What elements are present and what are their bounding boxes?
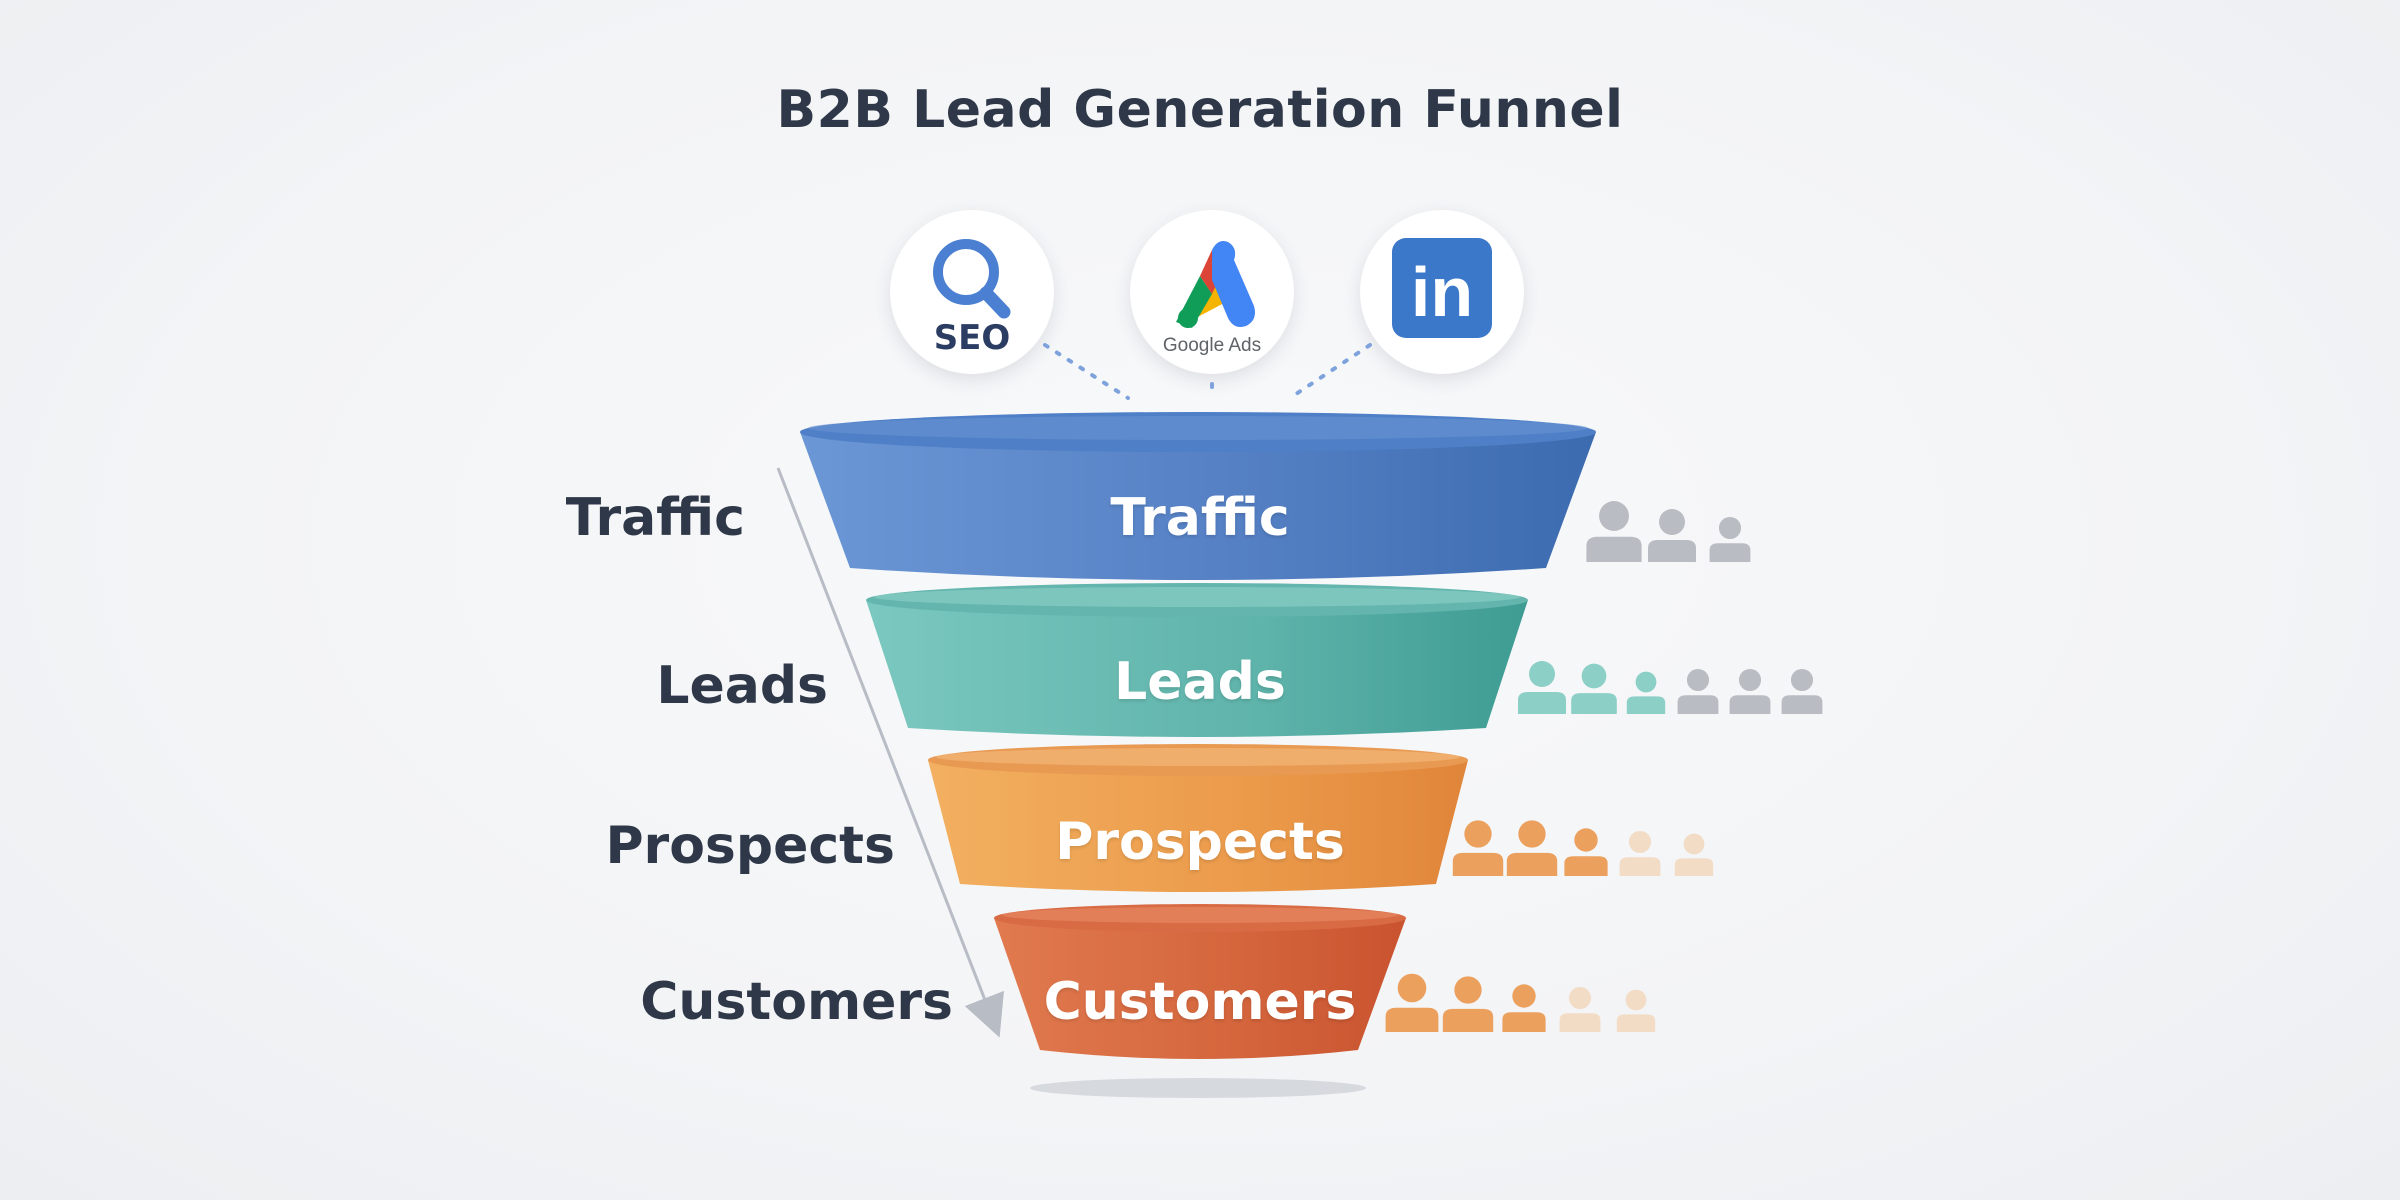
person-icon-faded [1617, 990, 1655, 1032]
stage-label-leads: Leads [1000, 652, 1400, 712]
stage-label-customers: Customers [1000, 972, 1400, 1032]
person-icon-gray [1782, 669, 1823, 714]
person-icon-orange [1443, 976, 1493, 1032]
people-group-prospects [1453, 820, 1713, 876]
person-icon-gray [1586, 501, 1641, 562]
person-icon-teal [1627, 672, 1665, 714]
person-icon-faded [1560, 987, 1601, 1032]
stage-label-traffic: Traffic [1000, 488, 1400, 548]
person-icon-teal [1571, 664, 1617, 714]
channel-connectors [1045, 345, 1370, 398]
person-icon-gray [1678, 669, 1719, 714]
person-icon-gray [1710, 517, 1751, 562]
left-label-traffic: Traffic [566, 488, 745, 548]
people-group-traffic [1586, 501, 1750, 562]
person-icon-gray [1730, 669, 1771, 714]
person-icon-orange [1507, 820, 1557, 876]
left-label-prospects: Prospects [605, 816, 895, 876]
left-label-leads: Leads [656, 656, 828, 716]
person-icon-orange [1564, 828, 1607, 876]
person-icon-faded [1620, 831, 1661, 876]
people-group-leads [1518, 661, 1822, 714]
person-icon-teal [1518, 661, 1566, 714]
funnel-shadow [1030, 1078, 1366, 1098]
person-icon-orange [1502, 984, 1545, 1032]
person-icon-faded [1675, 834, 1713, 876]
people-group-customers [1386, 974, 1656, 1032]
stage-label-prospects: Prospects [1000, 812, 1400, 872]
person-icon-orange [1453, 820, 1503, 876]
left-label-customers: Customers [640, 972, 953, 1032]
person-icon-gray [1648, 509, 1696, 562]
